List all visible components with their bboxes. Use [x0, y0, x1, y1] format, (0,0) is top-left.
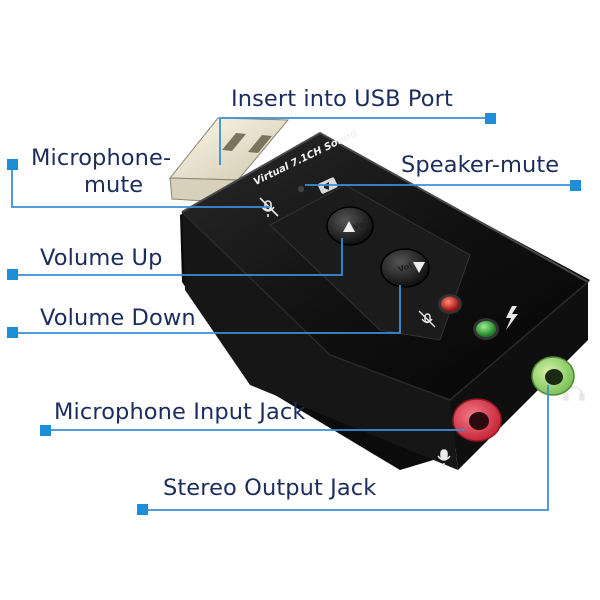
leader-lines [11, 117, 575, 511]
label-microphone-mute-line1: Microphone- [31, 145, 172, 171]
label-microphone-input-jack: Microphone Input Jack [54, 399, 306, 425]
leader-markers [7, 113, 581, 515]
led-red [438, 294, 462, 314]
label-insert-usb: Insert into USB Port [231, 86, 453, 112]
arrow-down-icon [413, 262, 425, 273]
stereo-output-jack[interactable] [531, 356, 575, 396]
lightning-icon [506, 306, 518, 330]
arrow-up-icon [343, 221, 355, 232]
label-stereo-output-jack: Stereo Output Jack [163, 475, 377, 501]
microphone-mute-icon [418, 310, 436, 328]
microphone-icon [437, 449, 451, 467]
headphone-icon [563, 386, 585, 401]
label-volume-down: Volume Down [40, 305, 196, 331]
mic-hole [298, 186, 304, 192]
microphone-input-jack[interactable] [452, 398, 502, 442]
label-volume-up: Volume Up [40, 245, 163, 271]
label-microphone-mute-line2: mute [84, 172, 144, 198]
volume-up-button[interactable] [326, 206, 374, 246]
led-green [473, 318, 499, 340]
label-speaker-mute: Speaker-mute [401, 152, 560, 178]
volume-down-button[interactable] [380, 248, 430, 288]
